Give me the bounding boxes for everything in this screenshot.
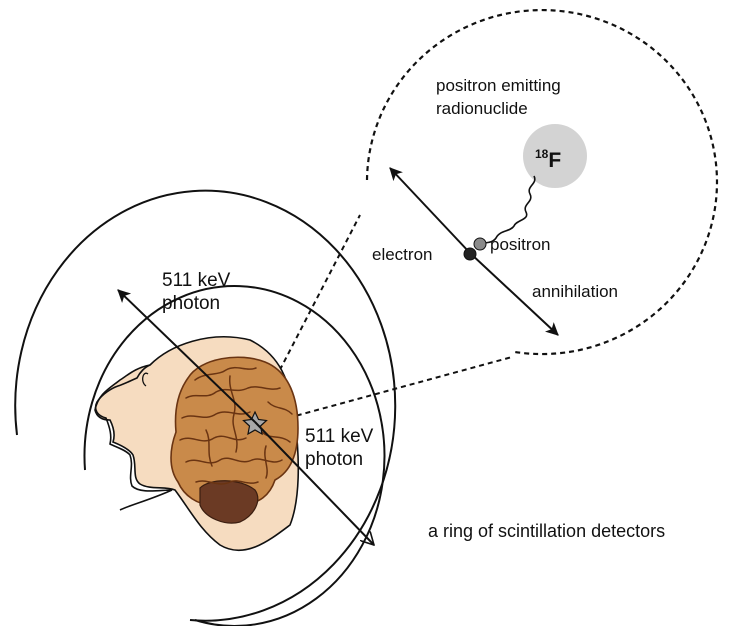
label-isotope-mass: 18 xyxy=(535,147,549,161)
patient-head xyxy=(95,337,298,550)
positron-track-icon xyxy=(480,176,535,244)
label-photon-lower-word: photon xyxy=(305,449,363,470)
label-photon-upper-energy: 511 keV xyxy=(162,270,231,291)
positron-dot xyxy=(474,238,486,250)
label-annihilation: annihilation xyxy=(532,282,618,301)
annihilation-photon-arrow-up xyxy=(390,168,470,253)
label-photon-lower-energy: 511 keV xyxy=(305,426,374,447)
label-detector-ring: a ring of scintillation detectors xyxy=(428,521,665,541)
zoom-line-lower xyxy=(262,357,512,425)
label-photon-upper-word: photon xyxy=(162,293,220,314)
label-positron: positron xyxy=(490,235,550,254)
label-isotope-symbol: F xyxy=(548,149,561,172)
electron-dot xyxy=(464,248,476,260)
label-emitter-line1: positron emitting xyxy=(436,76,561,95)
label-emitter-line2: radionuclide xyxy=(436,99,528,118)
label-electron: electron xyxy=(372,245,432,264)
